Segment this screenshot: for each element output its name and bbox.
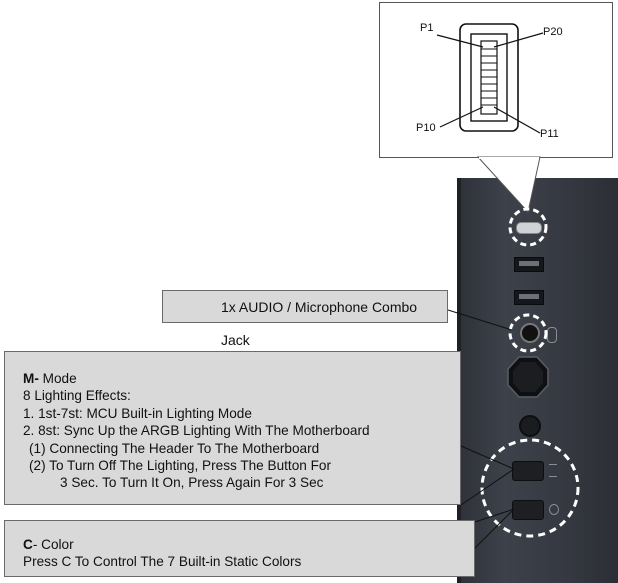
mode-line-turn-off: (2) To Turn Off The Lighting, Press The … [29,458,331,474]
mode-line-turn-on: 3 Sec. To Turn It On, Press Again For 3 … [60,475,324,491]
color-callout-line: Press C To Control The 7 Built-in Static… [23,554,302,570]
usb-a-port-1 [514,257,544,272]
mode-callout-title: M- Mode [23,370,460,387]
audio-callout-text: 1x AUDIO / Microphone Combo Jack [221,299,418,348]
mode-line-header: (1) Connecting The Header To The Motherb… [29,440,320,456]
color-callout: C- Color Press C To Control The 7 Built-… [4,520,475,577]
mode-callout: M- Mode 8 Lighting Effects: 1. 1st-7st: … [4,351,461,505]
pin-label-p10: P10 [416,122,436,134]
mode-title: Mode [38,371,77,386]
audio-highlight-circle [508,313,548,353]
usb-c-highlight-circle [508,207,548,247]
buttons-highlight-circle [480,438,580,538]
audio-jack [520,323,540,343]
pin-label-p20: P20 [543,26,563,38]
color-title: - Color [32,537,74,552]
mode-line-mcu: 1. 1st-7st: MCU Built-in Lighting Mode [23,405,252,421]
pin-label-p11: P11 [540,128,559,140]
usb-c-pinout-diagram [436,23,544,134]
connector-zoom-box: P1 P20 P10 P11 [379,2,613,158]
headset-icon [547,327,557,343]
mode-key: M- [23,371,39,386]
audio-callout: 1x AUDIO / Microphone Combo Jack [162,290,448,348]
mode-line-effects: 8 Lighting Effects: [23,388,131,404]
pin-label-p1: P1 [420,22,434,34]
color-icon [549,504,559,515]
mode-icon [549,464,557,477]
color-callout-title: C- Color [23,536,474,553]
mode-line-argb: 2. 8st: Sync Up the ARGB Lighting With T… [23,423,370,439]
power-button [507,356,549,398]
color-key: C [23,537,33,552]
reset-button [519,415,541,437]
usb-c-port [516,222,542,234]
mode-button [512,461,544,481]
usb-a-port-2 [514,290,544,305]
